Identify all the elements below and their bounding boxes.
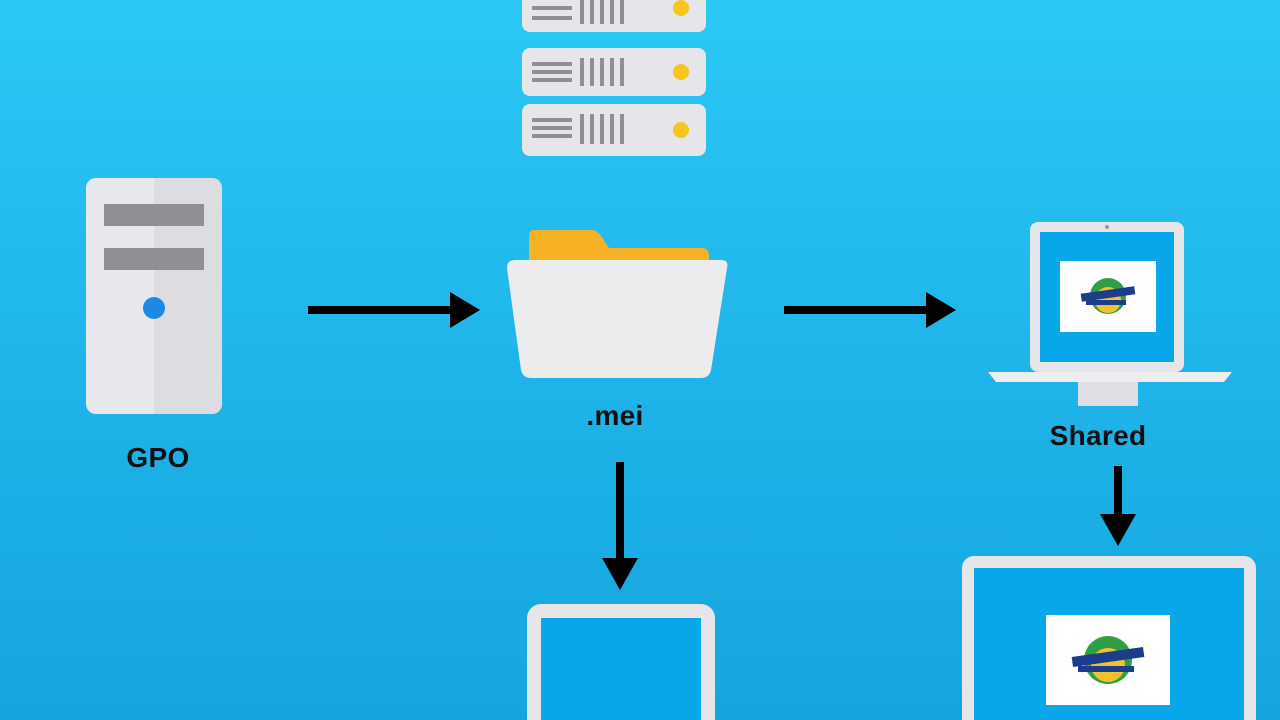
folder-icon: [507, 230, 728, 378]
logo-emblem-icon: [1080, 278, 1136, 314]
laptop-icon: [988, 222, 1232, 406]
desktop-tower-icon: [86, 178, 222, 414]
shared-label: Shared: [1049, 420, 1147, 451]
server-rack-icon: [522, 0, 706, 156]
gpo-label: GPO: [126, 442, 190, 473]
arrow-right-icon: [308, 292, 480, 328]
monitor-icon: [962, 556, 1256, 720]
tablet-icon: [527, 604, 715, 720]
logo-emblem-icon: [1071, 636, 1145, 684]
arrow-down-icon: [602, 462, 638, 590]
arrow-right-icon: [784, 292, 956, 328]
arrow-down-icon: [1100, 466, 1136, 546]
folder-label: .mei: [586, 400, 644, 431]
